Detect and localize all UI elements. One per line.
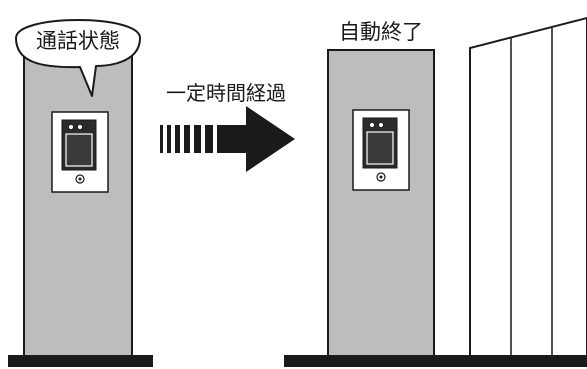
right-pillar-body: [327, 49, 435, 361]
arrow-speed-line-6: [205, 125, 213, 153]
arrow-shape: [217, 106, 295, 172]
left-ground: [8, 355, 153, 367]
arrow-speed-line-4: [184, 125, 190, 153]
right-ground: [284, 355, 587, 367]
right-indicator-light-1: [369, 122, 375, 128]
arrow-speed-line-1: [160, 125, 163, 153]
left-screen: [65, 133, 93, 167]
arrow-speed-line-3: [175, 125, 180, 153]
arrow-speed-line-2: [167, 125, 171, 153]
building-wall: [469, 16, 587, 361]
left-indicator-light-2: [77, 124, 83, 130]
arrow-speed-line-5: [194, 125, 201, 153]
right-intercom-panel: [352, 109, 410, 191]
left-intercom-panel: [51, 111, 109, 193]
speech-bubble-shape: [15, 19, 141, 97]
right-screen: [366, 131, 394, 165]
speech-bubble-text: 通話状態: [36, 29, 120, 53]
speech-bubble-icon: 通話状態: [15, 19, 141, 97]
right-arrow-icon: [160, 106, 295, 172]
right-pillar: [327, 49, 435, 361]
left-pillar-body: [23, 39, 133, 361]
right-call-button-center: [379, 175, 383, 179]
right-indicator-light-2: [378, 122, 384, 128]
left-call-button-center: [78, 177, 82, 181]
building-wall-outline: [469, 16, 587, 361]
left-indicator-light-1: [68, 124, 74, 130]
transition-label: 一定時間経過: [166, 81, 286, 105]
left-pillar: [23, 39, 133, 361]
end-state-label: 自動終了: [339, 20, 423, 44]
